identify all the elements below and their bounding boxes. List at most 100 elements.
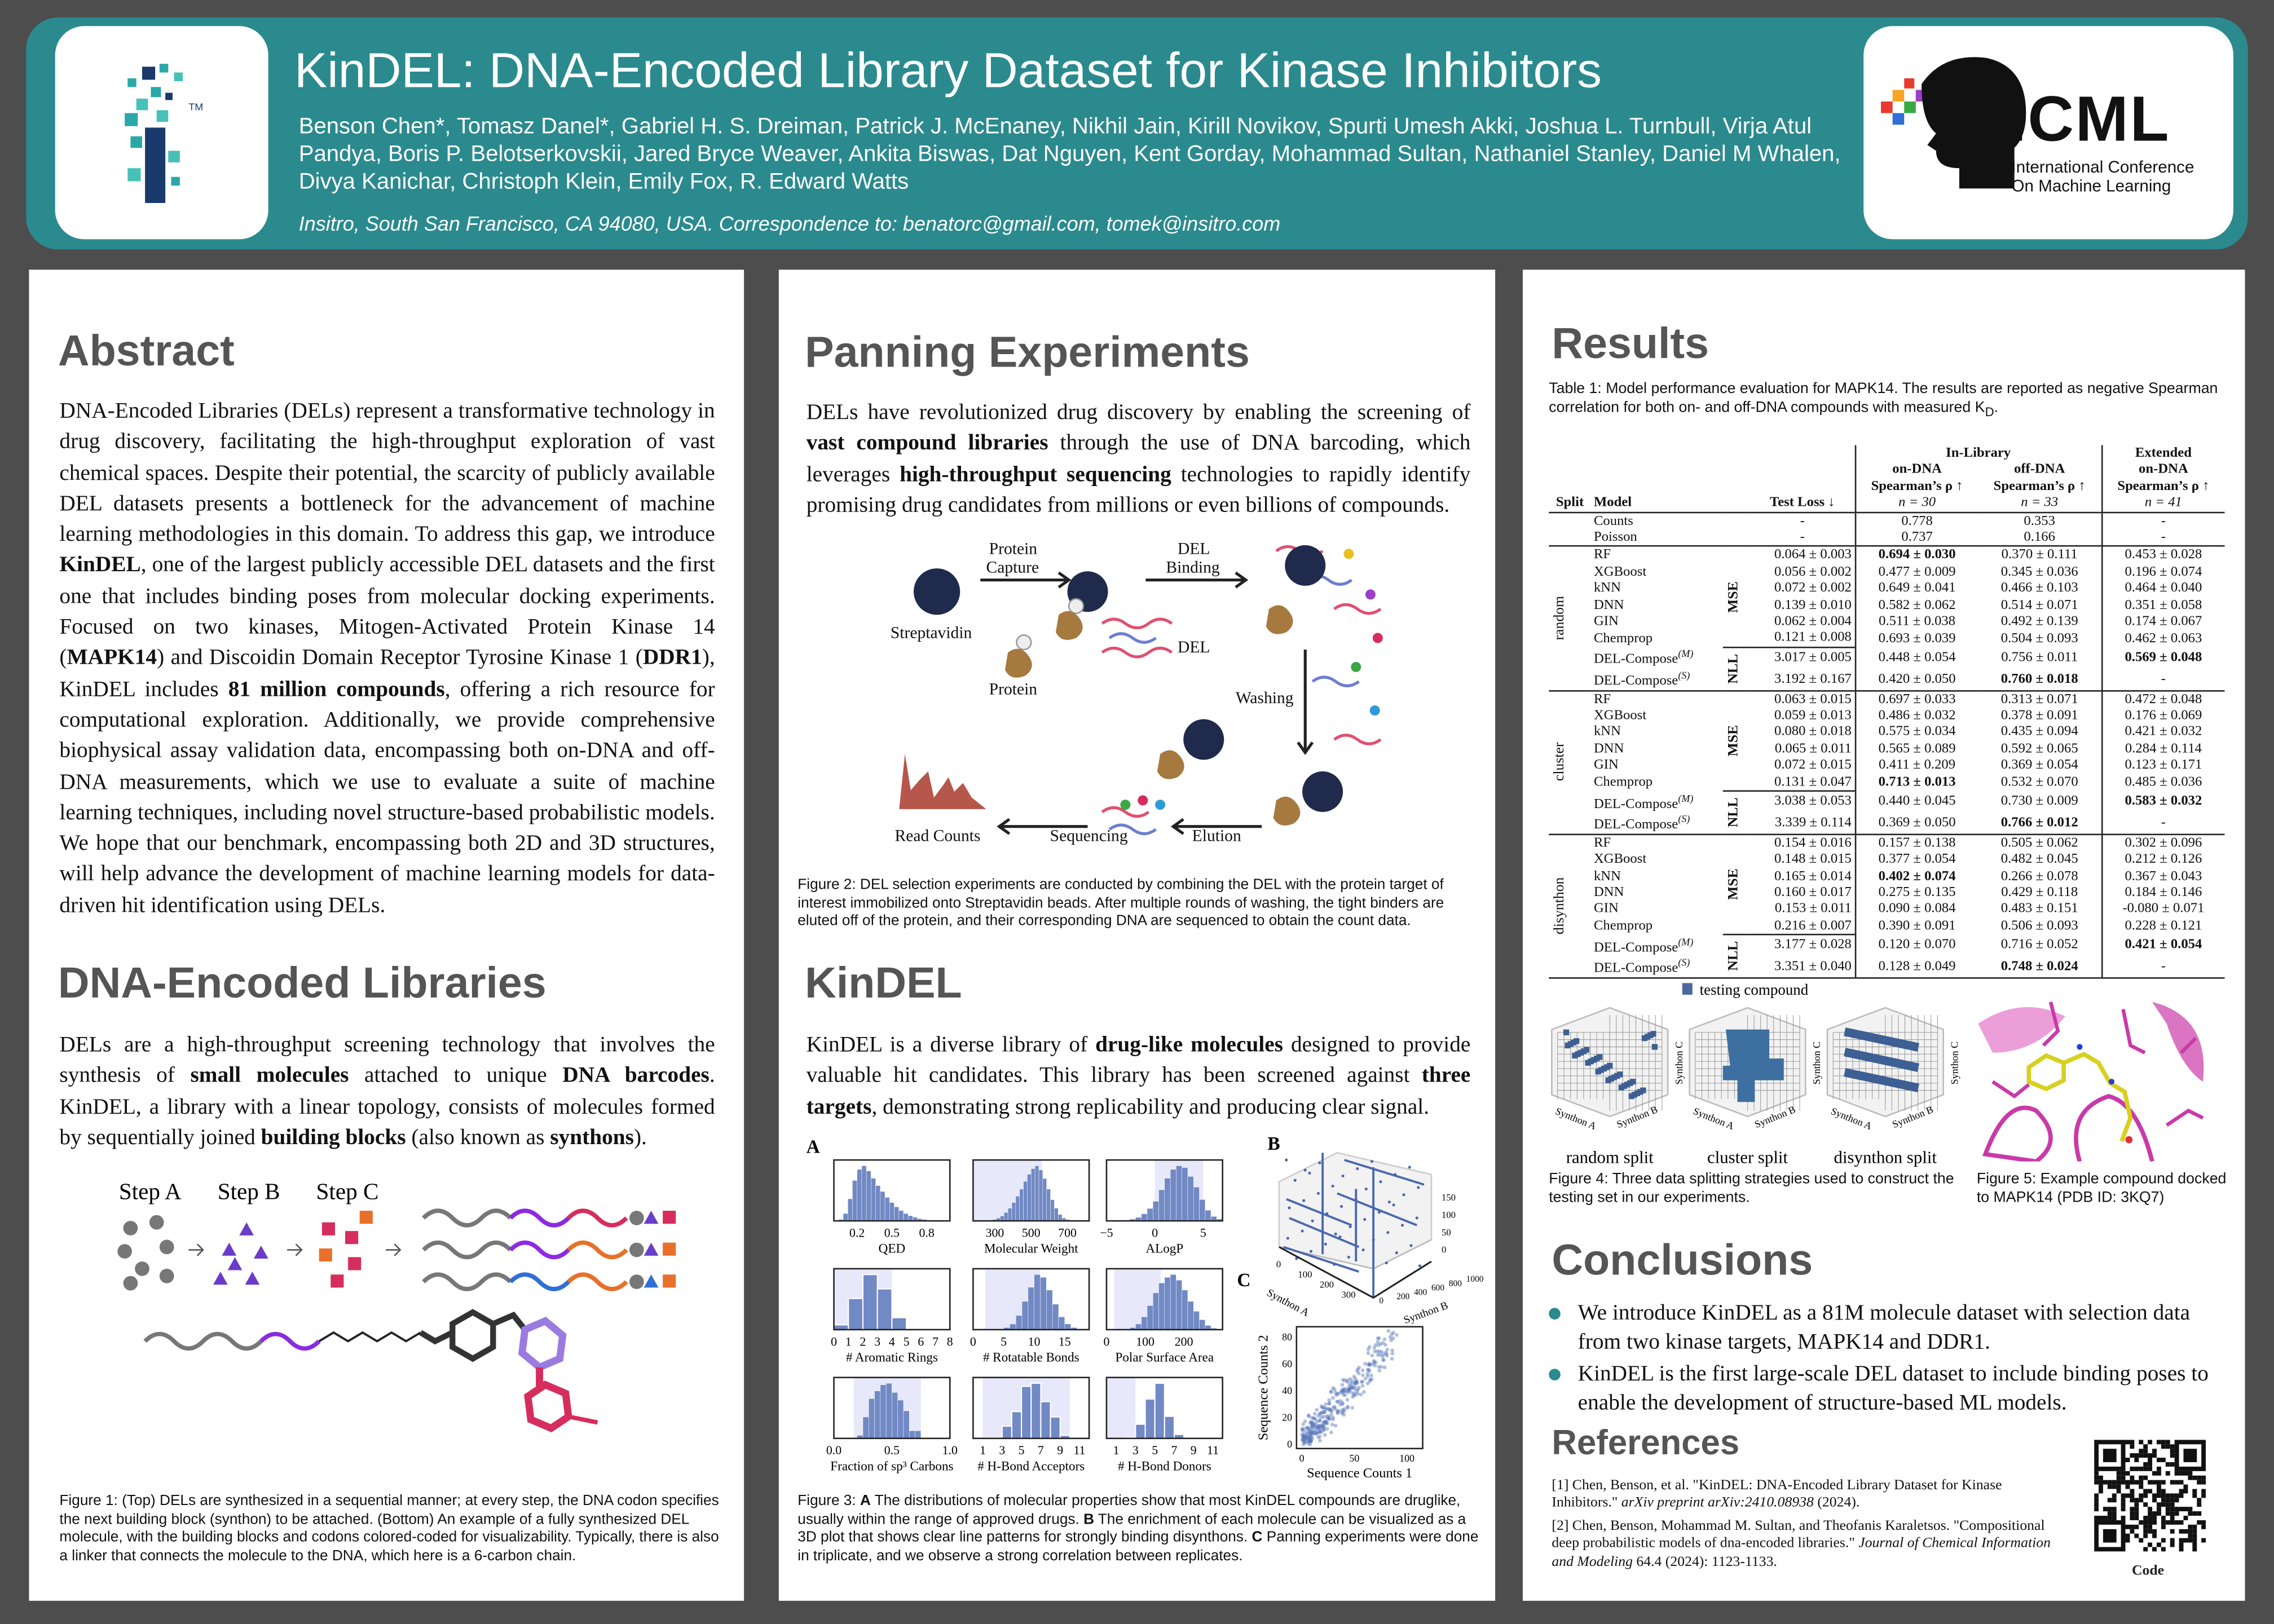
histogram-bar [885, 1383, 892, 1439]
scatter-point [1368, 1378, 1372, 1382]
table-cell: 0.353 [2024, 513, 2055, 529]
scatter-point [1333, 1391, 1338, 1394]
tick-label: 0.5 [884, 1226, 900, 1239]
header-on-dna: on-DNA [1854, 461, 1978, 479]
split-label: cluster [1549, 690, 1591, 834]
scatter-point [1341, 1392, 1346, 1397]
scatter-point [1369, 1377, 1374, 1382]
scatter-point [1354, 1380, 1358, 1384]
tick-label: 3 [999, 1444, 1005, 1457]
loss-type-text: NLL [1725, 941, 1742, 972]
scatter-point [1305, 1426, 1309, 1430]
model-superscript: (S) [1678, 669, 1690, 682]
tick-label: 5 [1001, 1335, 1007, 1348]
scatter-point [1383, 1351, 1388, 1354]
scatter-point [1327, 1401, 1332, 1405]
scatter-point [1310, 1424, 1314, 1428]
histogram-bar [1164, 1415, 1175, 1439]
off-spearman-cell: 0.266 ± 0.078 [2000, 867, 2078, 884]
tick-label: 6 [918, 1335, 924, 1348]
tick-label: 3 [1132, 1444, 1139, 1457]
ext-spearman-cell: - [2100, 956, 2225, 978]
off-spearman-cell: 0.345 ± 0.036 [2000, 563, 2078, 580]
model-name: kNN [1593, 580, 1621, 597]
scatter-point [1334, 1393, 1338, 1397]
scatter-point [1377, 1336, 1381, 1340]
model-name: DNN [1593, 884, 1624, 901]
header-model: Model [1593, 495, 1632, 511]
table-cell [1591, 462, 1722, 478]
table-cell: 0.778 [1854, 512, 1978, 529]
test-loss-cell: 0.131 ± 0.047 [1774, 774, 1852, 790]
scatter-point [1316, 1424, 1320, 1428]
scatter-point [1386, 1329, 1391, 1333]
histogram-bar [875, 1185, 881, 1221]
model-name: XGBoost [1593, 851, 1647, 867]
scatter-point [1376, 1336, 1380, 1340]
plot-frame [972, 1268, 1090, 1331]
tick-label: 4 [889, 1335, 895, 1348]
ext-spearman-cell: 0.569 ± 0.048 [2100, 647, 2225, 669]
tick-label: 0 [1104, 1335, 1110, 1348]
kindel-heading: KinDEL [805, 960, 962, 1008]
scatter-point [1329, 1413, 1333, 1417]
tick-label: 2 [860, 1335, 866, 1348]
model-name: Poisson [1593, 529, 1637, 545]
histogram-bar [1011, 1411, 1023, 1439]
table-cell [1722, 512, 1750, 529]
scatter-point [1343, 1393, 1347, 1397]
scatter-point [1303, 1440, 1308, 1444]
histogram-bar [907, 1215, 913, 1221]
scatter-point [1385, 1347, 1390, 1352]
text-segment: DNA-Encoded Libraries (DELs) represent a… [59, 399, 715, 547]
scatter-point [1352, 1391, 1357, 1395]
histogram-bar [1176, 1280, 1182, 1330]
histogram-bar [1034, 1274, 1041, 1330]
scatter-point [1360, 1384, 1365, 1388]
scatter-point [1303, 1430, 1307, 1435]
model-name: RF [1593, 691, 1611, 707]
loss-type-text: NLL [1725, 797, 1742, 828]
scatter-point [1377, 1369, 1382, 1373]
model-name: DEL-Compose(M) [1593, 936, 1694, 956]
bold-text: vast compound libraries [806, 431, 1048, 456]
scatter-point [1314, 1430, 1318, 1434]
code-qr-code[interactable] [2094, 1440, 2206, 1552]
on-spearman-cell: 0.582 ± 0.062 [1854, 597, 1978, 614]
scatter-point [1310, 1420, 1315, 1424]
axis-label: Synthon C [1949, 1042, 1960, 1084]
scatter-point [1328, 1408, 1332, 1413]
scatter-point [1328, 1407, 1332, 1411]
test-loss-cell: 3.339 ± 0.114 [1774, 814, 1852, 831]
off-spearman-cell: 0.760 ± 0.018 [2000, 670, 2078, 687]
model-superscript: (S) [1678, 957, 1690, 969]
scatter-point [1321, 1426, 1326, 1430]
synthon-c-squares [319, 1211, 373, 1288]
author-list: Benson Chen*, Tomasz Danel*, Gabriel H. … [298, 114, 1841, 195]
on-spearman-cell: 0.275 ± 0.135 [1854, 884, 1978, 901]
x-axis-label: Sequence Counts 1 [1307, 1466, 1412, 1481]
scatter-point [1305, 1436, 1310, 1440]
del-binding-label: DEL [1178, 540, 1210, 558]
bold-text: DNA barcodes [562, 1063, 709, 1088]
text-segment: , demonstrating strong replicability and… [871, 1094, 1430, 1119]
scatter-point [1327, 1416, 1331, 1420]
scatter-point [1359, 1392, 1363, 1397]
tick-label: 0.5 [884, 1444, 900, 1457]
scatter-point [1308, 1435, 1312, 1438]
bold-text: drug-like molecules [1095, 1032, 1284, 1057]
scatter-point [1320, 1411, 1324, 1415]
scatter-point [1312, 1411, 1317, 1416]
y-tick: 200 [1396, 1292, 1409, 1301]
scatter-point [1318, 1411, 1323, 1415]
scatter-point [1381, 1352, 1386, 1356]
